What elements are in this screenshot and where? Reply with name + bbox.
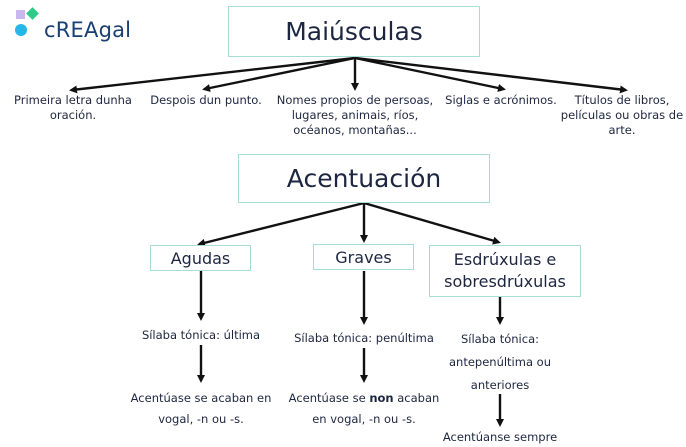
agudas-box: Agudas [150,245,251,271]
maiusculas-title-text: Maiúsculas [285,17,423,46]
maiusculas-item-3: Nomes propios de persoas,lugares, animai… [276,93,434,137]
acentuacion-title-text: Acentuación [286,164,442,193]
esdruxulas-rule: Acentúanse sempre [442,430,558,444]
graves-box: Graves [313,244,414,270]
maiusculas-item-2: Despois dun punto. [150,93,262,107]
esdruxulas-tonic: Sílaba tónica: antepenúltima ou anterior… [448,332,551,392]
graves-tonic: Sílaba tónica: penúltima [294,331,434,345]
maiusculas-title: Maiúsculas [228,6,480,57]
esdruxulas-box: Esdrúxulas e sobresdrúxulas [429,245,581,297]
graves-rule: Acentúase se non acaban en vogal, -n ou … [288,391,440,426]
agudas-tonic: Sílaba tónica: última [141,328,261,342]
acentuacion-title: Acentuación [238,154,490,203]
logo-mark-icon [15,7,39,36]
creagal-logo: cREAgal [14,6,144,44]
logo-text: cREAgal [44,18,132,42]
maiusculas-item-4: Siglas e acrónimos. [445,93,557,107]
